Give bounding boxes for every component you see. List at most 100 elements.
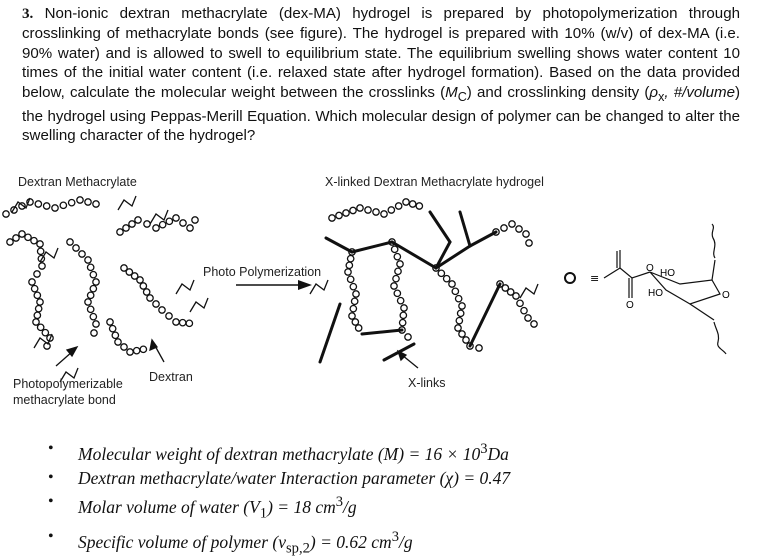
dextran-bead (72, 244, 80, 252)
dextran-bead (500, 224, 508, 232)
hydrogel-figure: Dextran Methacrylate X-linked Dextran Me… (2, 175, 730, 407)
dextran-bead (191, 216, 199, 224)
dextran-bead (346, 254, 355, 263)
problem-text-2: ) and crosslinking density ( (466, 83, 650, 101)
dextran-bead (92, 200, 100, 208)
methacrylate-bond (117, 195, 137, 211)
dextran-bead (92, 278, 100, 286)
dextran-bead (36, 247, 45, 256)
dextran-bead (186, 224, 194, 232)
crosslinks (318, 210, 502, 364)
label-dextran: Dextran (149, 370, 193, 384)
dextran-bead (76, 196, 84, 204)
dextran-bead (114, 338, 122, 346)
dextran-bead (90, 329, 98, 337)
dextran-bead (152, 300, 160, 308)
dextran-bead (475, 344, 483, 352)
dextran-bead (380, 210, 388, 218)
dextran-bead (37, 254, 46, 263)
dextran-bead (136, 276, 144, 284)
dextran-bead (398, 318, 407, 327)
dextran-bead (111, 331, 120, 340)
parameter-list: Molecular weight of dextran methacrylate… (48, 437, 510, 560)
dextran-bead (451, 287, 460, 296)
crosslink-segment (428, 210, 452, 244)
dextran-bead (89, 270, 98, 279)
dextran-bead (454, 294, 463, 303)
dextran-bead (506, 288, 515, 296)
dextran-bead (116, 228, 124, 236)
dextran-bead (348, 312, 356, 320)
dextran-bead (30, 236, 38, 245)
dextran-bead (335, 211, 343, 220)
dextran-bead (84, 198, 92, 206)
dextran-bead (185, 319, 194, 328)
reaction-arrow (236, 280, 312, 290)
dextran-bead (126, 348, 134, 356)
dextran-bead (396, 260, 404, 268)
dextran-bead (33, 291, 42, 300)
dextran-bead (392, 274, 400, 283)
dextran-bead (36, 323, 45, 332)
crosslink-segment (324, 236, 354, 254)
label-photo-polymerization: Photo Polymerization (203, 265, 321, 279)
methacrylate-bond (175, 279, 195, 295)
dextran-bead (36, 298, 44, 306)
dextran-bead (520, 306, 528, 315)
methacrylate-bond (189, 297, 209, 313)
dextran-bead (32, 318, 40, 326)
dextran-bead (106, 318, 114, 326)
dextran-bead (139, 282, 148, 290)
problem-statement: 3. Non-ionic dextran methacrylate (dex-M… (22, 4, 740, 146)
dextran-bead (142, 288, 151, 296)
legend-o-1: O (646, 263, 654, 274)
label-methacrylate-bond: methacrylate bond (13, 393, 116, 407)
dextran-bead (387, 206, 396, 214)
legend-ho-2: HO (648, 288, 663, 299)
dextran-bead (125, 268, 134, 276)
dextran-bead (134, 216, 142, 224)
dextran-bead (128, 220, 136, 228)
problem-number: 3. (22, 6, 34, 22)
dextran-bead (178, 318, 187, 327)
dextran-bead (458, 330, 466, 338)
dextran-bead (515, 225, 523, 233)
dextran-bead (458, 302, 466, 310)
crosslink-segment (434, 244, 472, 270)
monomer-legend: ≡ O HO HO O O (564, 223, 730, 355)
dextran-bead (346, 275, 355, 284)
param-specific-volume: Specific volume of polymer (vsp,2) = 0.6… (48, 525, 510, 560)
methacrylate-bond (309, 279, 329, 295)
crosslink-segment (468, 230, 498, 248)
dextran-bead (455, 316, 464, 325)
dextran-bead (442, 274, 451, 283)
dextran-bead (492, 228, 500, 236)
dextran-bead (139, 345, 148, 354)
dextran-bead (328, 214, 336, 222)
param-interaction: Dextran methacrylate/water Interaction p… (48, 466, 510, 490)
dextran-bead (415, 202, 424, 210)
dextran-bead (354, 324, 363, 332)
legend-circle-icon (564, 272, 576, 284)
dextran-bead (172, 318, 180, 326)
dextran-bead (516, 299, 524, 308)
dextran-bead (12, 234, 20, 242)
dextran-chains (2, 196, 538, 356)
dextran-bead (51, 204, 59, 212)
methacrylate-bond (39, 247, 59, 263)
problem-text-3: ) the hydrogel using Peppas-Merill Equat… (22, 83, 741, 145)
methacrylate-bond (149, 209, 169, 225)
dextran-bead (158, 306, 166, 314)
crosslink-segment (434, 240, 452, 270)
problem-text-1: Non-ionic dextran methacrylate (dex-MA) … (22, 5, 740, 101)
dextran-bead (6, 238, 14, 246)
dextran-bead (89, 312, 98, 321)
dextran-bead (33, 270, 41, 278)
dextran-bead (432, 264, 440, 272)
param-molecular-weight: Molecular weight of dextran methacrylate… (48, 437, 510, 466)
dextran-bead (454, 324, 462, 332)
dextran-bead (501, 284, 510, 292)
dextran-bead (372, 208, 380, 216)
crosslink-segment (468, 282, 502, 348)
methacrylate-bond (59, 367, 79, 383)
